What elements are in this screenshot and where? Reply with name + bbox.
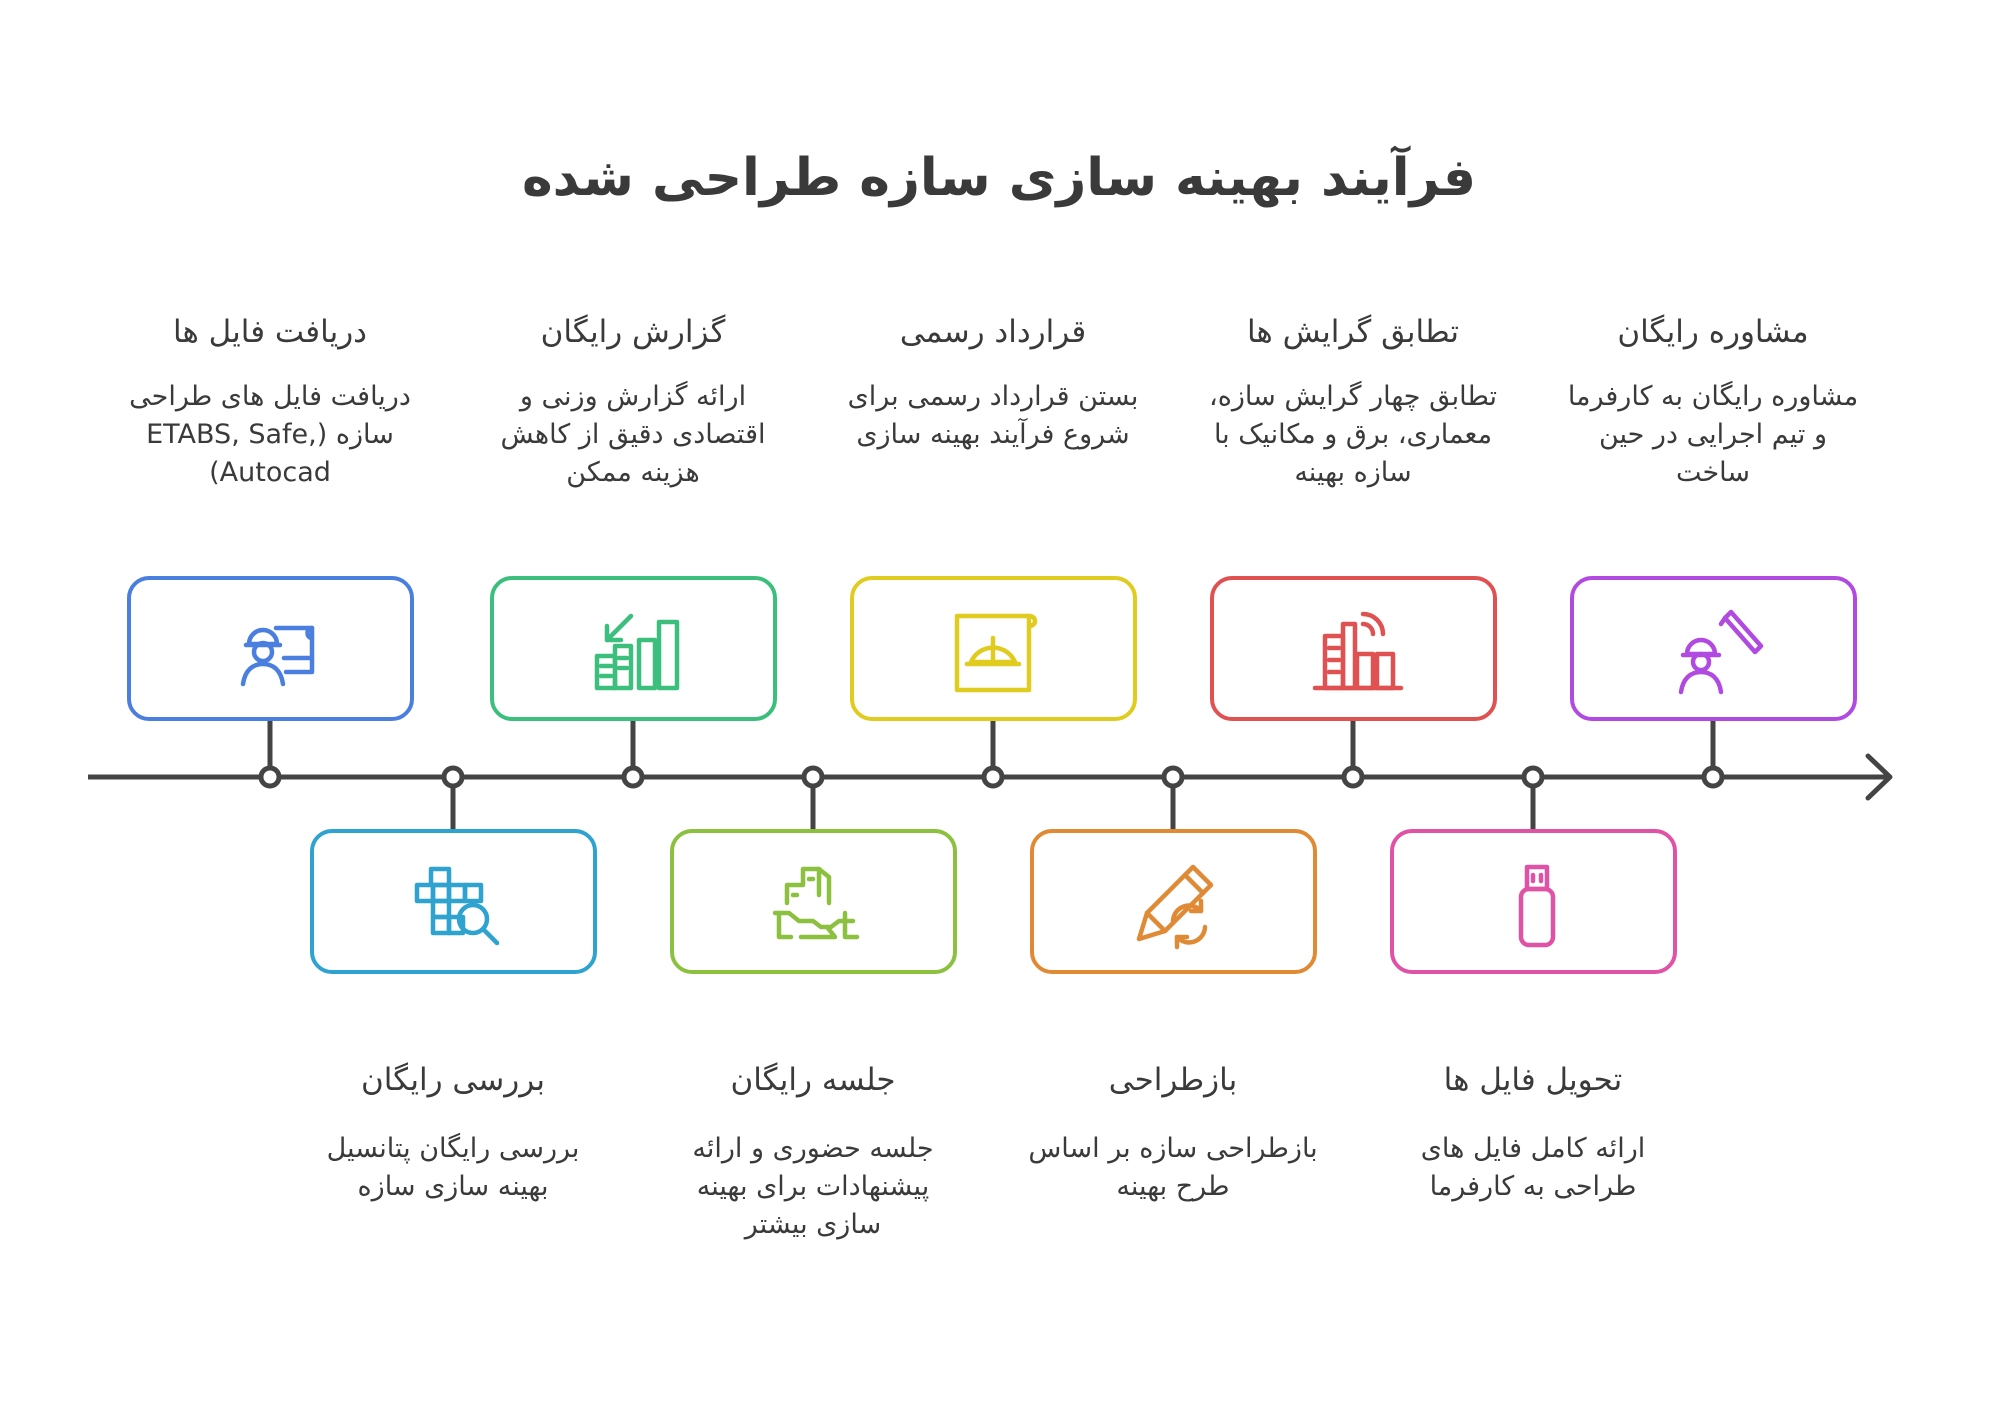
engineer-blueprint-icon: [240, 625, 315, 687]
step-title: تحویل فایل ها: [1443, 1062, 1623, 1098]
hardhat-document-icon: [954, 613, 1038, 693]
step-box: [490, 576, 777, 721]
step-title: گزارش رایگان: [540, 314, 726, 350]
timeline-node: [1701, 765, 1725, 789]
timeline-node: [621, 765, 645, 789]
timeline-node: [981, 765, 1005, 789]
step-box: [1390, 829, 1677, 974]
pencil-refresh-icon: [1136, 864, 1214, 950]
step-title: مشاوره رایگان: [1617, 314, 1809, 350]
step-description: بازطراحی سازه بر اساس طرح بهینه: [1028, 1133, 1318, 1202]
timeline-node: [441, 765, 465, 789]
timeline-node: [1521, 765, 1545, 789]
timeline-node: [1341, 765, 1365, 789]
timeline-arrowhead-icon: [1865, 753, 1893, 801]
step-title: بررسی رایگان: [361, 1062, 545, 1098]
step-description: بستن قرارداد رسمی برای شروع فرآیند بهینه…: [847, 381, 1139, 450]
step-title: جلسه رایگان: [730, 1062, 896, 1098]
grid-magnifier-icon: [414, 866, 500, 946]
step-box: [670, 829, 957, 974]
engineer-pencil-icon: [1678, 609, 1764, 695]
step-description: بررسی رایگان پتانسیل بهینه سازی سازه: [326, 1133, 580, 1202]
step-title: تطابق گرایش ها: [1246, 314, 1460, 350]
timeline-node: [258, 765, 282, 789]
page-title: فرآیند بهینه سازی سازه طراحی شده: [521, 148, 1477, 208]
building-signal-icon: [1312, 611, 1404, 691]
handshake-buildings-icon: [772, 866, 860, 940]
step-box: [310, 829, 597, 974]
step-box: [850, 576, 1137, 721]
step-title: قرارداد رسمی: [899, 314, 1087, 350]
step-description: مشاوره رایگان به کارفرما و تیم اجرایی در…: [1567, 381, 1859, 488]
step-description: دریافت فایل های طراحی سازه (ETABS, Safe,…: [129, 381, 411, 488]
step-box: [1570, 576, 1857, 721]
step-title: دریافت فایل ها: [173, 314, 367, 350]
step-title: بازطراحی: [1108, 1062, 1238, 1098]
usb-drive-icon: [1518, 864, 1556, 948]
buildings-down-arrow-icon: [594, 613, 680, 691]
step-description: تطابق چهار گرایش سازه، معماری، برق و مکا…: [1208, 381, 1497, 488]
step-description: ارائه گزارش وزنی و اقتصادی دقیق از کاهش …: [500, 381, 766, 488]
timeline-node: [1161, 765, 1185, 789]
step-description: جلسه حضوری و ارائه پیشنهادات برای بهینه …: [692, 1133, 934, 1240]
step-description: ارائه کامل فایل های طراحی به کارفرما: [1420, 1133, 1646, 1202]
step-box: [1210, 576, 1497, 721]
timeline-node: [801, 765, 825, 789]
step-box: [1030, 829, 1317, 974]
step-box: [127, 576, 414, 721]
